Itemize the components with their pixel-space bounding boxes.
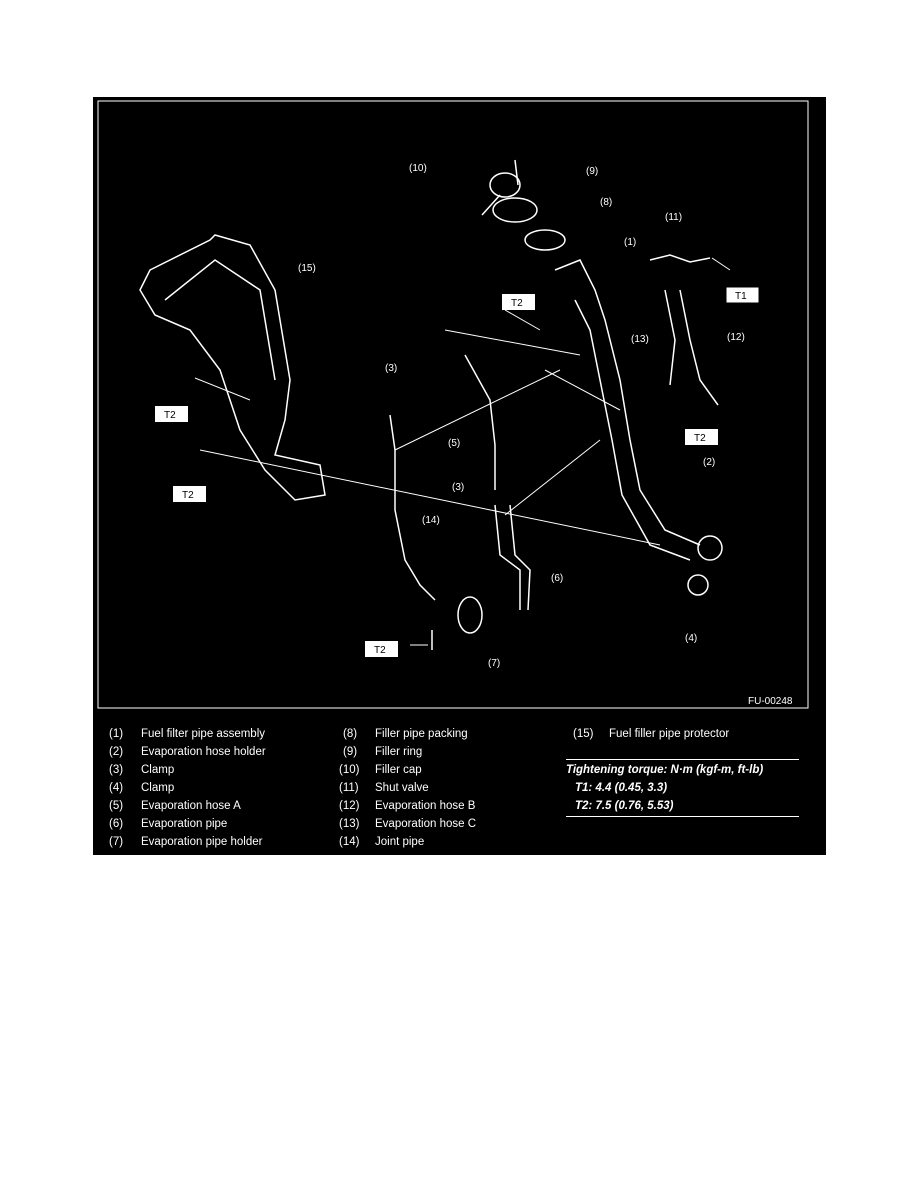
clamp-4 <box>687 574 709 596</box>
callout-4: (4) <box>685 633 697 644</box>
callout-6: (6) <box>551 573 563 584</box>
evaporation-pipe <box>494 504 531 611</box>
joint-pipe <box>389 414 436 601</box>
callout-14: (14) <box>422 515 440 526</box>
torque-t1: T1: 4.4 (0.45, 3.3) <box>575 782 668 794</box>
filler-cap <box>489 172 521 198</box>
torque-t2: T2: 7.5 (0.76, 5.53) <box>575 800 674 812</box>
assembly-lines <box>194 257 731 646</box>
divider <box>566 759 799 760</box>
callouts: (10) (9) (8) (1) (11) (15) (13) (12) (3)… <box>298 163 793 707</box>
screw <box>514 159 519 186</box>
callout-5: (5) <box>448 438 460 449</box>
evaporation-hose-a <box>464 354 496 490</box>
svg-text:T2: T2 <box>164 410 176 421</box>
filler-cap-tether <box>481 194 501 216</box>
svg-text:T2: T2 <box>511 298 523 309</box>
torque-tag-t2: T2 <box>173 486 206 502</box>
torque-tag-t2: T2 <box>685 429 718 445</box>
callout-13: (13) <box>631 334 649 345</box>
callout-11: (11) <box>665 212 682 223</box>
diagram-frame <box>97 100 809 709</box>
evaporation-hose-b <box>679 289 719 406</box>
diagram-panel <box>93 97 826 855</box>
torque-tag-t2: T2 <box>365 641 398 657</box>
callout-3a: (3) <box>385 363 397 374</box>
callout-8: (8) <box>600 197 612 208</box>
evaporation-pipe-holder <box>457 596 483 634</box>
torque-title: Tightening torque: N·m (kgf-m, ft-lb) <box>566 764 764 776</box>
filler-pipe-packing <box>524 229 566 251</box>
callout-10: (10) <box>409 163 427 174</box>
svg-text:T1: T1 <box>735 291 747 302</box>
fuel-filler-pipe <box>554 259 701 561</box>
callout-9: (9) <box>586 166 598 177</box>
evaporation-hose-c <box>664 289 676 386</box>
shut-valve <box>649 254 711 263</box>
torque-tag-t2: T2 <box>155 406 188 422</box>
callout-7: (7) <box>488 658 500 669</box>
figure-id: FU-00248 <box>748 696 793 707</box>
fuel-filler-pipe-protector <box>139 234 326 501</box>
callout-2: (2) <box>703 457 715 468</box>
torque-tag-t1: T1 <box>725 286 760 304</box>
filler-ring <box>492 197 538 223</box>
callout-15: (15) <box>298 263 316 274</box>
svg-text:T2: T2 <box>182 490 194 501</box>
pipe-end <box>697 535 723 561</box>
svg-text:T2: T2 <box>694 433 706 444</box>
callout-3b: (3) <box>452 482 464 493</box>
torque-tag-t2: T2 <box>502 294 535 310</box>
divider <box>566 816 799 817</box>
torque-tags: T1 T2 T2 T2 T2 T2 <box>155 286 760 657</box>
callout-1: (1) <box>624 237 636 248</box>
svg-text:T2: T2 <box>374 645 386 656</box>
callout-12: (12) <box>727 332 745 343</box>
